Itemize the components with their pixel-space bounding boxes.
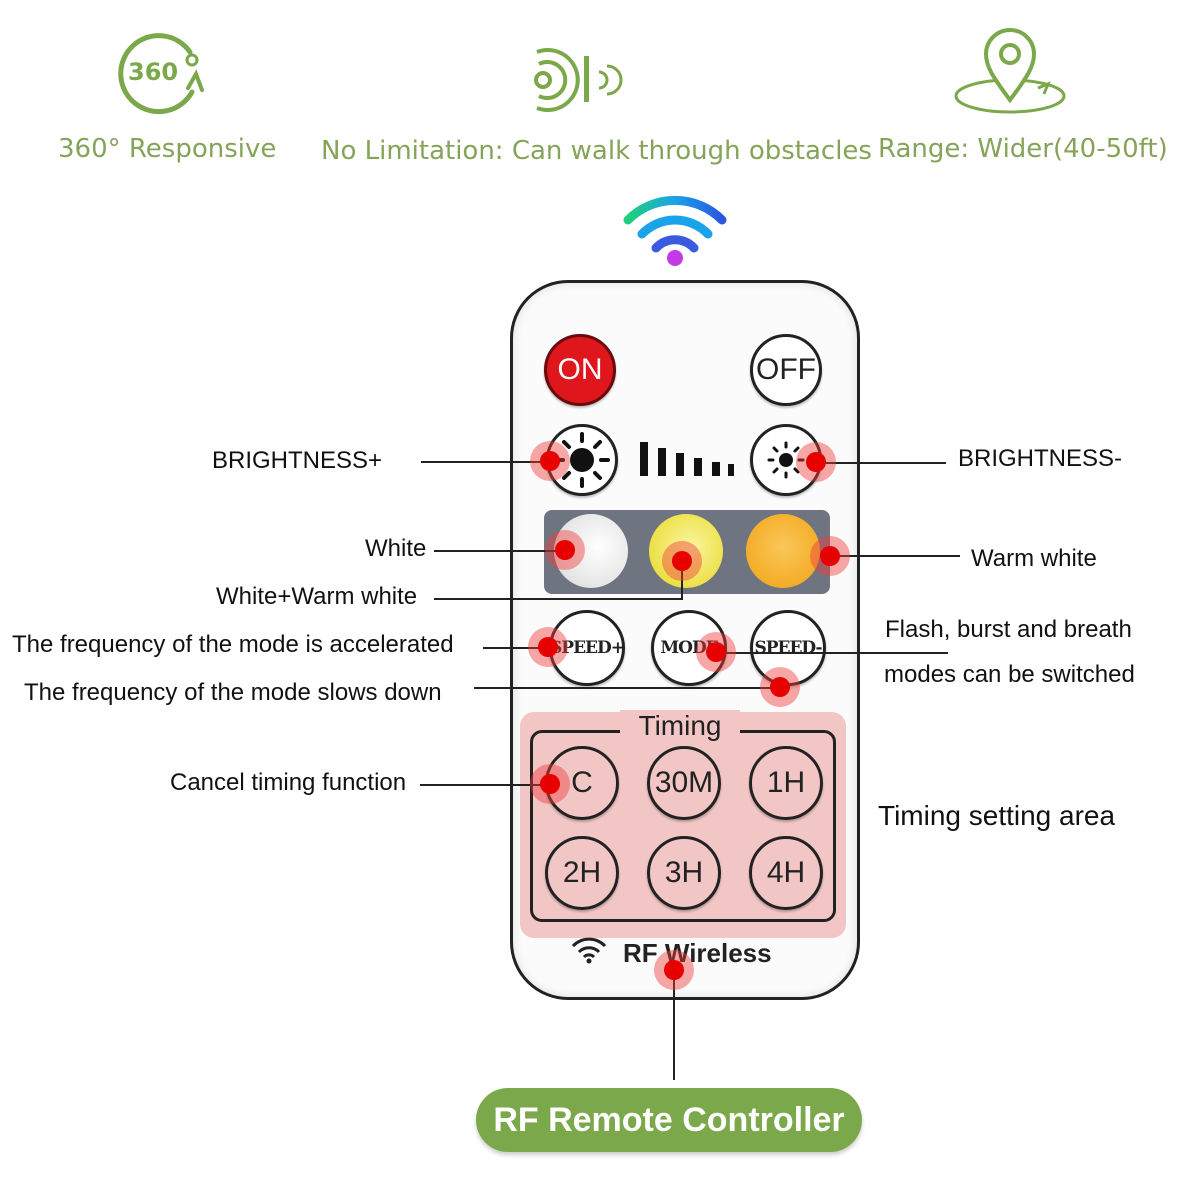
marker-speed-plus — [538, 637, 558, 657]
line-speed-minus — [474, 687, 780, 689]
callout-flash-line2: modes can be switched — [884, 661, 1135, 688]
wifi-signal-icon — [623, 195, 727, 266]
location-pin-icon — [954, 28, 1066, 114]
marker-speed-minus — [770, 677, 790, 697]
marker-brightness-minus — [806, 452, 826, 472]
sun-bright-icon — [554, 432, 610, 488]
callout-freq-slows: The frequency of the mode slows down — [24, 679, 442, 706]
line-white-warm-vertical — [681, 563, 683, 600]
callout-flash-line1: Flash, burst and breath — [885, 616, 1132, 643]
line-brightness-plus — [421, 461, 550, 463]
callout-cancel-timing: Cancel timing function — [170, 769, 407, 796]
marker-brightness-plus — [540, 451, 560, 471]
callout-white-warm: White+Warm white — [216, 583, 418, 610]
line-white-warm — [434, 598, 682, 600]
speed-minus-button[interactable]: SPEED- — [750, 610, 826, 686]
rf-remote-controller-badge: RF Remote Controller — [476, 1088, 862, 1152]
timing-2h-button[interactable]: 2H — [545, 836, 619, 910]
feature-label-360: 360° Responsive — [58, 134, 277, 164]
speed-plus-button[interactable]: SPEED+ — [549, 610, 625, 686]
timing-4h-button[interactable]: 4H — [749, 836, 823, 910]
callout-timing-area: Timing setting area — [878, 800, 1116, 831]
rotate-360-icon: 360 — [118, 33, 204, 115]
line-rf-badge — [673, 970, 675, 1080]
marker-white — [555, 540, 575, 560]
wireless-icon — [571, 937, 607, 964]
marker-rf-wireless — [664, 960, 684, 980]
brightness-level-icon — [640, 442, 734, 476]
marker-warm-white — [820, 546, 840, 566]
timing-title: Timing — [620, 710, 740, 742]
line-speed-plus — [483, 647, 548, 649]
callout-brightness-minus: BRIGHTNESS- — [958, 445, 1123, 472]
rf-wireless-label: RF Wireless — [623, 938, 772, 968]
feature-label-range: Range: Wider(40-50ft) — [878, 134, 1168, 164]
line-brightness-minus — [816, 462, 946, 464]
timing-3h-button[interactable]: 3H — [647, 836, 721, 910]
callout-brightness-plus: BRIGHTNESS+ — [212, 447, 383, 474]
marker-mode — [706, 642, 726, 662]
marker-cancel-timing — [540, 774, 560, 794]
warm-white-button[interactable] — [746, 514, 820, 588]
timing-30m-button[interactable]: 30M — [647, 746, 721, 820]
feature-label-obstacles: No Limitation: Can walk through obstacle… — [321, 136, 872, 166]
callout-white: White — [365, 535, 427, 562]
on-button[interactable]: ON — [544, 334, 616, 406]
line-cancel-timing — [420, 784, 550, 786]
callout-warm-white: Warm white — [971, 545, 1097, 572]
marker-white-warm — [672, 551, 692, 571]
line-white — [434, 550, 565, 552]
off-button[interactable]: OFF — [750, 334, 822, 406]
line-mode — [716, 652, 948, 654]
line-warm-white — [830, 555, 960, 557]
signal-through-wall-icon — [534, 48, 623, 112]
svg-text:360: 360 — [128, 58, 178, 86]
callout-freq-accelerated: The frequency of the mode is accelerated — [12, 631, 454, 658]
timing-1h-button[interactable]: 1H — [749, 746, 823, 820]
sun-dim-icon — [767, 441, 805, 479]
